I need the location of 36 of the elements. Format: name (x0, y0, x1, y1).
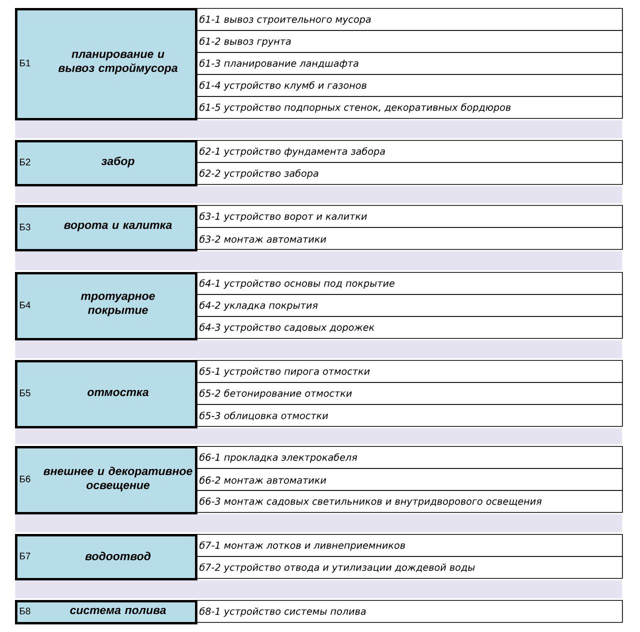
task-row: б4-2 укладка покрытия (195, 294, 623, 317)
task-row: б1-4 устройство клумб и газонов (195, 74, 623, 97)
task-row: б5-2 бетонирование отмостки (195, 382, 623, 405)
category-box: Б5 отмостка (15, 360, 198, 428)
task-row: б7-1 монтаж лотков и ливнеприемников (195, 534, 623, 557)
category-box: Б7 водоотвод (15, 534, 198, 580)
task-row: б5-3 облицовка отмостки (195, 404, 623, 427)
separator-band (15, 120, 622, 138)
category-box: Б2 забор (15, 140, 198, 186)
separator-band (15, 186, 622, 204)
task-row: б1-1 вывоз строительного мусора (195, 8, 623, 31)
separator-band (15, 340, 622, 358)
task-row: б7-2 устройство отвода и утилизации дождевой воды (195, 556, 623, 579)
task-row: б6-1 прокладка электрокабеля (195, 446, 623, 469)
category-box: Б6 внешнее и декоративное освещение (15, 446, 198, 514)
separator-band (15, 251, 622, 270)
category-box: Б1 планирование и вывоз строймусора (15, 8, 198, 120)
separator-band (15, 428, 622, 444)
task-row: б3-1 устройство ворот и калитки (195, 205, 623, 228)
task-row: б8-1 устройство системы полива (195, 600, 623, 623)
category-box: Б3 ворота и калитка (15, 205, 198, 252)
task-row: б6-2 монтаж автоматики (195, 468, 623, 491)
task-row: б2-2 устройство забора (195, 162, 623, 185)
task-row: б3-2 монтаж автоматики (195, 227, 623, 250)
task-row: б4-1 устройство основы под покрытие (195, 272, 623, 295)
category-box: Б4 тротуарное покрытие (15, 272, 198, 340)
task-row: б1-5 устройство подпорных стенок, декоративных бордюров (195, 96, 623, 119)
task-row: б1-2 вывоз грунта (195, 30, 623, 53)
separator-band (15, 514, 622, 532)
task-row: б5-1 устройство пирога отмостки (195, 360, 623, 383)
task-row: б2-1 устройство фундамента забора (195, 140, 623, 163)
separator-band (15, 580, 622, 598)
category-box: Б8 система полива (15, 600, 198, 624)
task-row: б6-3 монтаж садовых светильников и внутридворового освещения (195, 490, 623, 513)
task-row: б4-3 устройство садовых дорожек (195, 316, 623, 339)
task-row: б1-3 планирование ландшафта (195, 52, 623, 75)
